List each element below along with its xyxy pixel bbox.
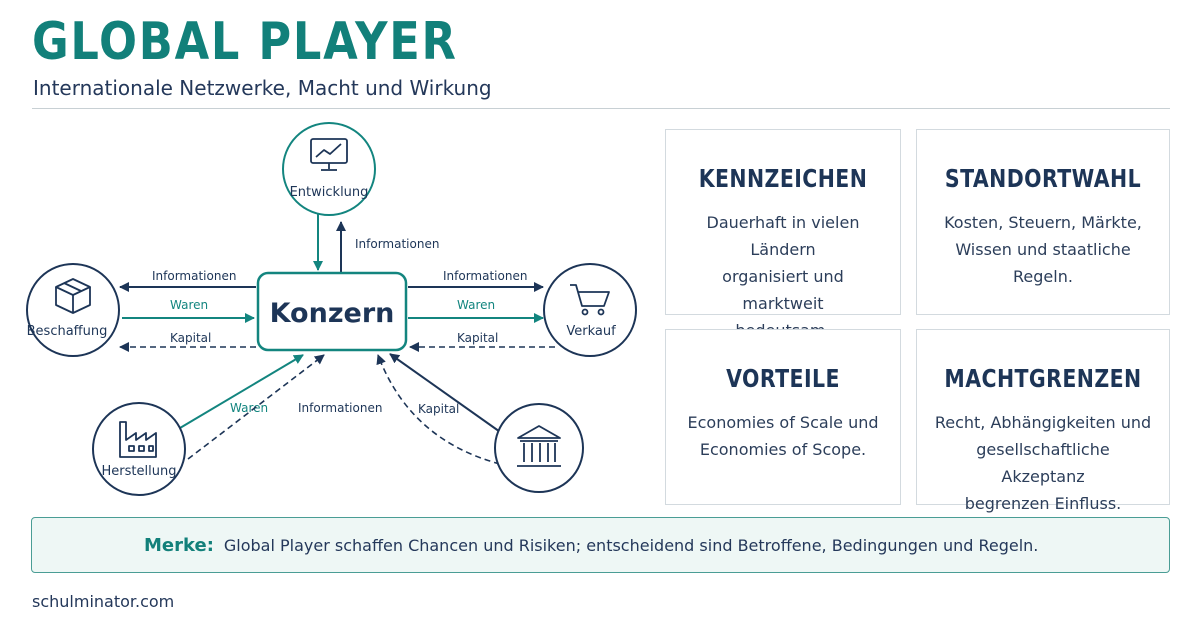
node-herstellung-label: Herstellung [102, 464, 177, 479]
edge-herstellung-to-konzern-waren [179, 354, 304, 429]
card-line: Kosten, Steuern, Märkte, [944, 213, 1142, 232]
edge-staat-to-konzern-solid [389, 353, 504, 435]
card-line: Recht, Abhängigkeiten und [934, 413, 1152, 432]
card-machtgrenzen: MACHTGRENZEN Recht, Abhängigkeiten und g… [916, 329, 1170, 513]
center-node-label: Konzern [270, 298, 395, 329]
card-line: Dauerhaft in vielen Ländern [706, 213, 860, 259]
card-title: KENNZEICHEN [698, 164, 868, 193]
government-building-icon [517, 425, 561, 467]
merke-label: Merke: [144, 534, 214, 556]
card-title: MACHTGRENZEN [944, 364, 1142, 393]
edge-label-bl-info: Informationen [298, 401, 382, 415]
card-vorteile: VORTEILE Economies of Scale und Economie… [665, 329, 901, 505]
edge-label-right-info: Informationen [443, 269, 527, 283]
card-line: begrenzen Einfluss. [964, 494, 1122, 513]
monitor-chart-icon [310, 138, 348, 171]
page-subtitle: Internationale Netzwerke, Macht und Wirk… [33, 76, 492, 100]
card-line: organisiert und marktweit [722, 267, 844, 313]
edge-label-left-waren: Waren [170, 298, 208, 312]
node-staat [494, 403, 584, 493]
edge-staat-to-konzern-kapital [376, 354, 501, 465]
footer-site-name: schulminator.com [32, 592, 175, 611]
edge-label-left-info: Informationen [152, 269, 236, 283]
card-line: Economies of Scale und [687, 413, 879, 432]
page-title: GLOBAL PLAYER [32, 12, 458, 72]
merke-box: Merke: Global Player schaffen Chancen un… [31, 517, 1170, 573]
edge-label-top-info: Informationen [355, 237, 439, 251]
merke-text: Global Player schaffen Chancen und Risik… [223, 535, 1039, 555]
card-standortwahl: STANDORTWAHL Kosten, Steuern, Märkte, Wi… [916, 129, 1170, 315]
edge-label-bl-waren: Waren [230, 401, 268, 415]
edge-label-left-kapital: Kapital [170, 331, 211, 345]
edge-label-br-kapital: Kapital [418, 402, 459, 416]
node-entwicklung-label: Entwicklung [290, 185, 369, 200]
card-text: Economies of Scale und Economies of Scop… [682, 409, 884, 463]
node-verkauf-label: Verkauf [566, 324, 616, 339]
node-beschaffung-label: Beschaffung [27, 324, 108, 339]
box-icon [55, 278, 91, 314]
edge-herstellung-to-konzern-info [187, 354, 325, 460]
node-verkauf [543, 263, 637, 357]
card-kennzeichen: KENNZEICHEN Dauerhaft in vielen Ländern … [665, 129, 901, 340]
center-node-konzern [256, 271, 408, 352]
factory-icon [119, 421, 157, 458]
edge-label-right-waren: Waren [457, 298, 495, 312]
shopping-cart-icon [570, 284, 610, 316]
network-diagram: Informationen Informationen Waren Kapita… [26, 122, 637, 496]
card-text: Kosten, Steuern, Märkte, Wissen und staa… [933, 209, 1153, 290]
card-title: STANDORTWAHL [944, 164, 1142, 193]
card-text: Dauerhaft in vielen Ländern organisiert … [682, 209, 884, 344]
card-title: VORTEILE [726, 364, 840, 393]
card-line: Regeln. [1013, 267, 1073, 286]
card-line: gesellschaftliche Akzeptanz [976, 440, 1110, 486]
card-line: Wissen und staatliche [955, 240, 1131, 259]
card-line: Economies of Scope. [699, 440, 867, 459]
header-divider [32, 108, 1170, 109]
card-text: Recht, Abhängigkeiten und gesellschaftli… [933, 409, 1153, 517]
edge-label-right-kapital: Kapital [457, 331, 498, 345]
